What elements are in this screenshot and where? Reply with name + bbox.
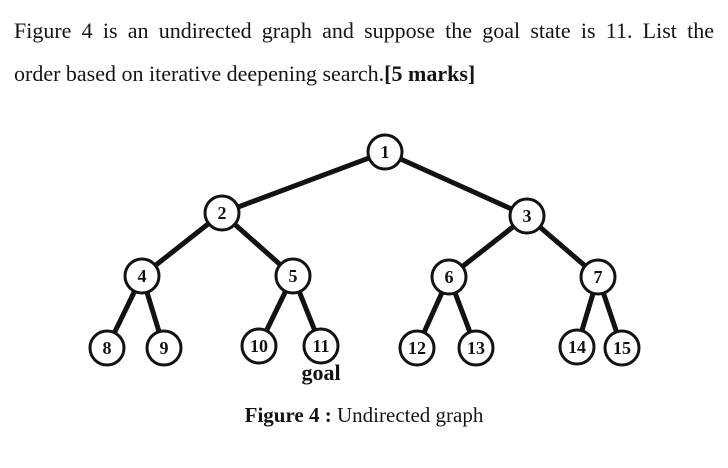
tree-node-label-7: 7 (594, 267, 603, 287)
tree-node-2 (203, 194, 241, 232)
tree-node-label-9: 9 (160, 338, 169, 358)
tree-node-label-4: 4 (138, 266, 147, 286)
question-line-2-text: order based on iterative deepening searc… (14, 61, 385, 86)
tree-edge-1-3 (383, 149, 529, 219)
tree-node-7 (579, 258, 617, 296)
tree-node-label-6: 6 (445, 267, 454, 287)
tree-node-label-14: 14 (568, 337, 586, 357)
tree-node-label-1: 1 (381, 142, 390, 162)
tree-edge-1-2 (221, 149, 386, 216)
tree-node-label-11: 11 (312, 336, 329, 356)
tree-node-4 (123, 257, 161, 295)
tree-node-6 (430, 258, 468, 296)
tree-node-label-13: 13 (467, 338, 485, 358)
question-line-1: Figure 4 is an undirected graph and supp… (14, 18, 714, 43)
figure-caption-text: Undirected graph (337, 403, 484, 427)
question-text: Figure 4 is an undirected graph and supp… (14, 9, 714, 95)
tree-node-5 (274, 257, 312, 295)
tree-node-13 (457, 329, 495, 367)
tree-node-label-8: 8 (103, 338, 112, 358)
tree-node-label-12: 12 (408, 338, 426, 358)
tree-node-label-2: 2 (218, 203, 227, 223)
tree-node-1 (366, 133, 404, 171)
question-marks: [5 marks] (384, 61, 476, 86)
tree-node-12 (398, 329, 436, 367)
tree-node-15 (603, 329, 641, 367)
figure-caption: Figure 4 : Undirected graph (0, 403, 728, 428)
tree-node-3 (508, 197, 546, 235)
goal-label: goal (301, 360, 341, 385)
tree-node-9 (145, 329, 183, 367)
tree-node-label-10: 10 (250, 336, 268, 356)
tree-node-label-15: 15 (613, 338, 631, 358)
tree-node-label-3: 3 (523, 206, 532, 226)
tree-node-10 (240, 327, 278, 365)
tree-node-14 (558, 328, 596, 366)
figure-caption-number: Figure 4 : (244, 403, 332, 427)
tree-node-label-5: 5 (289, 266, 298, 286)
tree-node-11 (302, 327, 340, 365)
tree-node-8 (88, 329, 126, 367)
question-line-2: order based on iterative deepening searc… (14, 52, 714, 95)
